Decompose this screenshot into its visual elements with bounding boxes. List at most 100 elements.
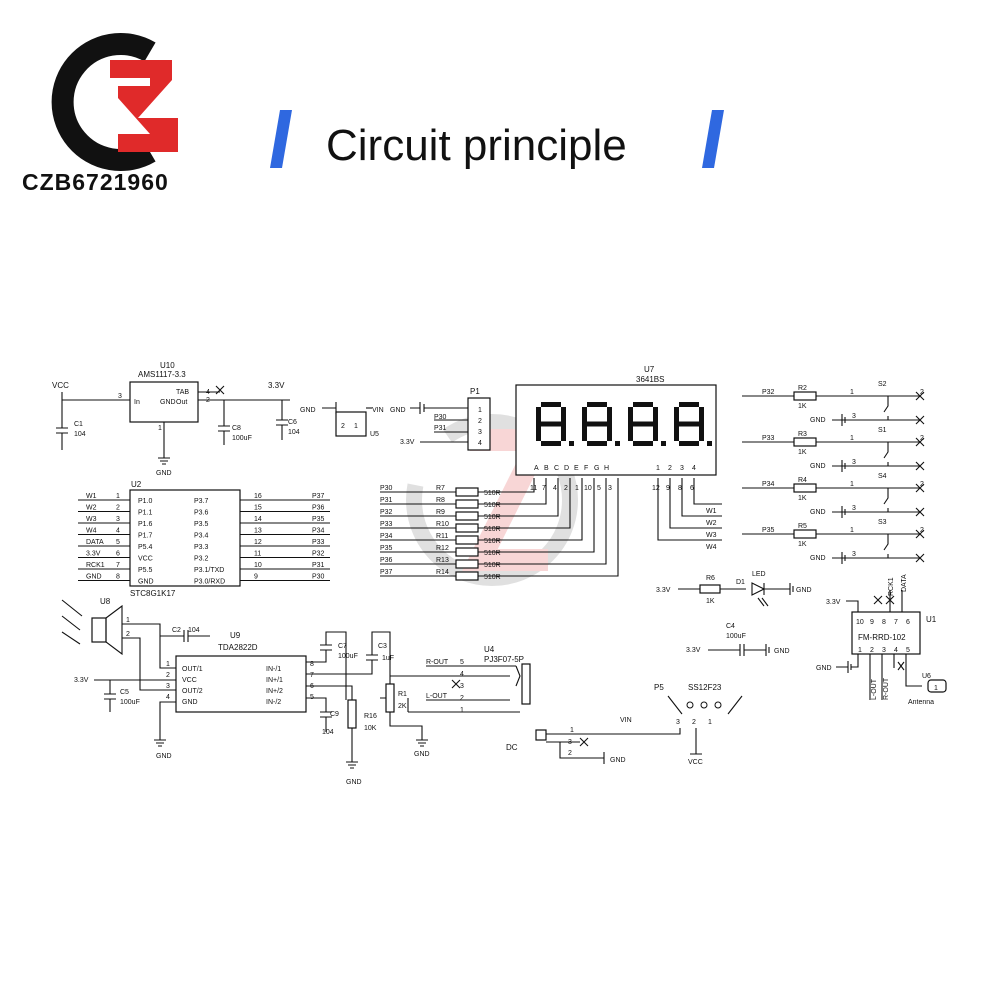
svg-text:VIN: VIN: [372, 407, 384, 414]
u9-left-num: 1: [166, 661, 170, 668]
svg-text:104: 104: [74, 431, 86, 438]
svg-text:TDA2822D: TDA2822D: [218, 643, 258, 652]
svg-text:1: 1: [126, 617, 130, 624]
u2-right-net: P37: [312, 493, 325, 500]
svg-text:104: 104: [322, 729, 334, 736]
svg-text:9: 9: [870, 619, 874, 626]
bank-value: 510R: [484, 538, 501, 545]
svg-text:C1: C1: [74, 421, 83, 428]
p5-power-switch: P5 SS12F23 3 2 1 VIN VCC: [560, 683, 743, 766]
u9-amplifier: U9 TDA2822D OUT/11IN-/18VCC2IN+/17OUT/23…: [74, 631, 314, 760]
svg-text:9: 9: [666, 485, 670, 492]
svg-text:2: 2: [564, 485, 568, 492]
u2-right-net: P36: [312, 505, 325, 512]
svg-text:C5: C5: [120, 689, 129, 696]
u2-left-pin: P1.1: [138, 510, 153, 517]
svg-text:DATA: DATA: [901, 574, 908, 592]
u2-right-num: 9: [254, 574, 258, 581]
svg-text:U5: U5: [370, 431, 379, 438]
switch-p1: 1: [850, 527, 854, 534]
svg-text:W2: W2: [706, 520, 717, 527]
switch-ref: S1: [878, 427, 887, 434]
svg-text:VCC: VCC: [688, 759, 703, 766]
bank-value: 510R: [484, 514, 501, 521]
svg-text:1: 1: [354, 423, 358, 430]
u2-left-num: 6: [116, 551, 120, 558]
svg-text:1K: 1K: [706, 598, 715, 605]
u2-left-net: RCK1: [86, 562, 105, 569]
u2-left-num: 4: [116, 528, 120, 535]
svg-text:VIN: VIN: [620, 717, 632, 724]
svg-text:R16: R16: [364, 713, 377, 720]
svg-text:3.3V: 3.3V: [826, 599, 841, 606]
u2-left-net: W2: [86, 505, 97, 512]
svg-text:C3: C3: [378, 643, 387, 650]
svg-text:1: 1: [478, 407, 482, 414]
u10-regulator: U10 AMS1117-3.3 In GND Out TAB 3 1 4 2 V…: [52, 361, 300, 477]
svg-text:C7: C7: [338, 643, 347, 650]
bank-value: 510R: [484, 562, 501, 569]
svg-text:3.3V: 3.3V: [400, 439, 415, 446]
switch-r: R4: [798, 477, 807, 484]
switch-r: R5: [798, 523, 807, 530]
svg-text:6: 6: [690, 485, 694, 492]
svg-text:FM-RRD-102: FM-RRD-102: [858, 633, 906, 642]
switch-p3: 3: [852, 551, 856, 558]
svg-text:U1: U1: [926, 615, 937, 624]
svg-text:5: 5: [906, 647, 910, 654]
svg-text:1: 1: [158, 425, 162, 432]
u2-right-net: P34: [312, 528, 325, 535]
svg-text:8: 8: [882, 619, 886, 626]
svg-text:U7: U7: [644, 365, 655, 374]
svg-text:1: 1: [656, 465, 660, 472]
svg-text:3: 3: [478, 429, 482, 436]
svg-text:2: 2: [478, 418, 482, 425]
svg-text:3641BS: 3641BS: [636, 375, 664, 384]
svg-text:U10: U10: [160, 361, 175, 370]
u2-left-net: W1: [86, 493, 97, 500]
svg-text:8: 8: [678, 485, 682, 492]
led-circuit: 3.3V R6 1K D1 LED GND: [656, 571, 812, 607]
audio-passives: C7 100uF C9 104 R16 10K GND C3 1uF R1 2K…: [306, 631, 430, 786]
u2-right-net: P30: [312, 574, 325, 581]
svg-text:C: C: [554, 465, 559, 472]
svg-text:4: 4: [478, 440, 482, 447]
svg-text:C9: C9: [330, 711, 339, 718]
u2-left-pin: P1.6: [138, 521, 153, 528]
svg-text:100uF: 100uF: [120, 699, 140, 706]
u2-right-pin: P3.5: [194, 521, 209, 528]
u2-left-pin: P1.0: [138, 498, 153, 505]
u2-left-pin: VCC: [138, 556, 153, 563]
u5-switch: GND 2 1 U5 VIN: [300, 402, 384, 438]
c2-cap: C2 104: [160, 627, 210, 642]
bank-net: P36: [380, 557, 393, 564]
svg-text:6: 6: [906, 619, 910, 626]
digit-3: [628, 402, 666, 446]
switch-p1: 1: [850, 435, 854, 442]
bank-ref: R9: [436, 509, 445, 516]
switch-p2: 2: [920, 527, 924, 534]
svg-text:2: 2: [568, 750, 572, 757]
svg-text:3.3V: 3.3V: [268, 381, 285, 390]
switch-rv: 1K: [798, 449, 807, 456]
u2-left-num: 3: [116, 516, 120, 523]
svg-text:1: 1: [460, 707, 464, 714]
u2-right-num: 12: [254, 539, 262, 546]
bank-net: P35: [380, 545, 393, 552]
svg-text:U9: U9: [230, 631, 241, 640]
bank-ref: R8: [436, 497, 445, 504]
u2-right-pin: P3.3: [194, 544, 209, 551]
title-block: Circuit principle: [270, 110, 724, 170]
switch-gnd: GND: [810, 463, 826, 470]
svg-text:W1: W1: [706, 508, 717, 515]
u9-left-num: 4: [166, 694, 170, 701]
